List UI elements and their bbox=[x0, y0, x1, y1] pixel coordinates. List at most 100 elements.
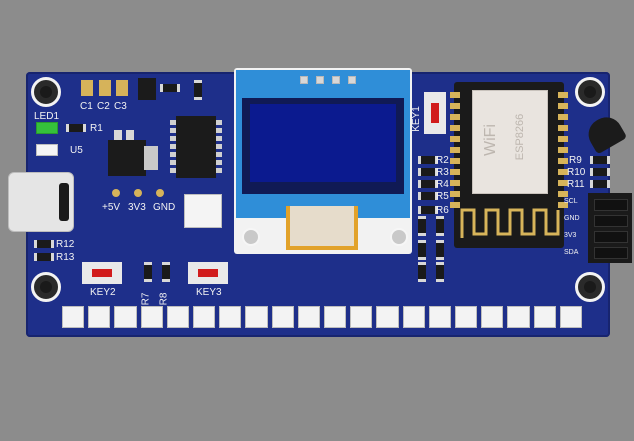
mounting-hole-top-right bbox=[575, 77, 605, 107]
resistor-top-1 bbox=[160, 84, 180, 92]
usb-c-connector[interactable] bbox=[8, 172, 74, 232]
label-c3: C3 bbox=[114, 101, 127, 112]
resistor-r10 bbox=[590, 168, 610, 176]
resistor-r9 bbox=[590, 156, 610, 164]
ws2812-led bbox=[297, 306, 320, 328]
resistor-r5 bbox=[418, 192, 438, 200]
ws2812-led bbox=[271, 306, 294, 328]
ws2812-led bbox=[455, 306, 478, 328]
ws2812-led bbox=[402, 306, 425, 328]
antenna-trace bbox=[460, 208, 560, 238]
regulator-pin bbox=[114, 130, 122, 140]
label-r6: R6 bbox=[436, 205, 449, 216]
led-u5 bbox=[36, 144, 58, 156]
label-r2: R2 bbox=[436, 155, 449, 166]
ws2812-led bbox=[428, 306, 451, 328]
oled-pin bbox=[316, 76, 324, 84]
oled-pin bbox=[300, 76, 308, 84]
capacitor-c2 bbox=[99, 80, 111, 96]
label-r1: R1 bbox=[90, 123, 103, 134]
key2-actuator[interactable] bbox=[92, 269, 112, 277]
i2c-header-connector[interactable] bbox=[588, 193, 632, 263]
power-pad-3v3 bbox=[134, 189, 142, 197]
esp8266-module: WiFi ESP8266 bbox=[450, 82, 568, 248]
antenna-path bbox=[460, 208, 560, 238]
resistor-r6 bbox=[418, 206, 438, 214]
ws2812-led bbox=[559, 306, 582, 328]
resistor-r8 bbox=[162, 262, 170, 282]
led-strip bbox=[60, 306, 584, 330]
esp-label: ESP8266 bbox=[514, 113, 527, 161]
header-pin bbox=[594, 199, 628, 211]
oled-pin bbox=[332, 76, 340, 84]
label-3v3-header: 3V3 bbox=[564, 232, 577, 239]
label-key1: KEY1 bbox=[410, 106, 422, 132]
label-sda: SDA bbox=[564, 249, 579, 256]
label-r11: R11 bbox=[567, 179, 585, 190]
label-3v3: 3V3 bbox=[128, 202, 146, 213]
ws2812-led bbox=[481, 306, 504, 328]
ws2812-led bbox=[350, 306, 373, 328]
label-scl: SCL bbox=[564, 198, 578, 205]
key2-button[interactable] bbox=[82, 262, 122, 284]
label-key3: KEY3 bbox=[196, 287, 222, 298]
ws2812-led bbox=[219, 306, 242, 328]
esp-shield: WiFi ESP8266 bbox=[472, 90, 548, 194]
voltage-regulator bbox=[108, 140, 146, 176]
oled-mount-hole bbox=[390, 228, 408, 246]
header-pin bbox=[594, 247, 628, 259]
resistor-r12 bbox=[34, 240, 54, 248]
resistor-r2 bbox=[418, 156, 438, 164]
ws2812-led bbox=[88, 306, 111, 328]
ws2812-led bbox=[140, 306, 163, 328]
regulator-tab bbox=[144, 146, 158, 170]
mounting-hole-bottom-left bbox=[31, 272, 61, 302]
resistor-r13 bbox=[34, 253, 54, 261]
pcb-board: C1 C2 C3 LED1 R1 U5 +5V 3V3 GND R12 R13 … bbox=[26, 68, 610, 337]
component-column bbox=[436, 262, 444, 282]
component-column bbox=[418, 240, 426, 260]
label-key2: KEY2 bbox=[90, 287, 116, 298]
component-column bbox=[418, 262, 426, 282]
label-r12: R12 bbox=[56, 239, 75, 250]
key1-actuator[interactable] bbox=[431, 103, 439, 123]
transistor bbox=[138, 78, 156, 100]
power-pad-gnd bbox=[156, 189, 164, 197]
label-r3: R3 bbox=[436, 167, 449, 178]
label-r8: R8 bbox=[158, 292, 170, 306]
ws2812-led bbox=[62, 306, 85, 328]
ws2812-led bbox=[376, 306, 399, 328]
header-pin bbox=[594, 231, 628, 243]
resistor-r7 bbox=[144, 262, 152, 282]
key3-actuator[interactable] bbox=[198, 269, 218, 277]
ws2812-led bbox=[533, 306, 556, 328]
resistor-r4 bbox=[418, 180, 438, 188]
component-column bbox=[436, 216, 444, 236]
ic-pins-left bbox=[170, 120, 176, 174]
label-r7: R7 bbox=[140, 292, 152, 306]
ws2812-led bbox=[193, 306, 216, 328]
label-r5: R5 bbox=[436, 191, 449, 202]
ws2812-led bbox=[245, 306, 268, 328]
label-gnd: GND bbox=[153, 202, 176, 213]
ic-soic bbox=[176, 116, 216, 178]
ws2812-led bbox=[166, 306, 189, 328]
oled-pin bbox=[348, 76, 356, 84]
label-r10: R10 bbox=[567, 167, 586, 178]
label-u5: U5 bbox=[70, 145, 83, 156]
mounting-hole-top-left bbox=[31, 77, 61, 107]
ws2812-led bbox=[507, 306, 530, 328]
esp-pins-left bbox=[450, 92, 460, 210]
capacitor-c1 bbox=[81, 80, 93, 96]
capacitor-c3 bbox=[116, 80, 128, 96]
regulator-pin bbox=[126, 130, 134, 140]
usb-c-port bbox=[59, 183, 69, 221]
header-pin bbox=[594, 215, 628, 227]
label-r4: R4 bbox=[436, 179, 449, 190]
label-r13: R13 bbox=[56, 252, 75, 263]
key3-button[interactable] bbox=[188, 262, 228, 284]
label-led1: LED1 bbox=[34, 111, 60, 122]
ws2812-led bbox=[324, 306, 347, 328]
key1-button[interactable] bbox=[424, 92, 446, 134]
resistor-r1 bbox=[66, 124, 86, 132]
